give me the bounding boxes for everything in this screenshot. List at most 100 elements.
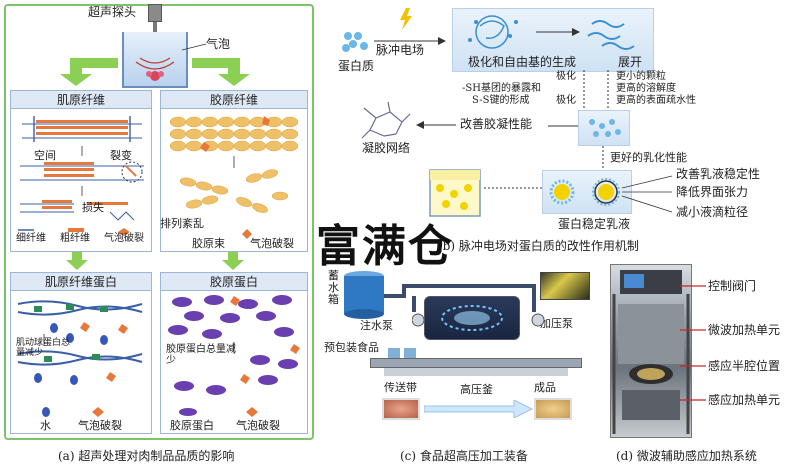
emulsion-beaker: [429, 169, 481, 217]
unfold-label: 展开: [618, 55, 643, 69]
aggregate-dots: [589, 119, 621, 137]
probe-label: 超声探头: [88, 5, 137, 19]
smaller-label: 更小的颗粒: [616, 71, 666, 82]
photo-pointers: [680, 285, 706, 401]
fission-label: 裂变: [110, 149, 132, 162]
process-arrow: [424, 400, 534, 418]
pulse-label: 脉冲电场: [376, 43, 425, 57]
beaker: [122, 32, 188, 88]
collagen-diagram: [169, 116, 299, 213]
vessel-glow: [441, 305, 503, 331]
caption-c: (c) 食品超高压加工装备: [400, 449, 528, 463]
collagen-protein-diagram: [168, 295, 300, 395]
gel-network-label: 凝胶网络: [362, 141, 411, 155]
droplet-label: 减小液滴粒径: [676, 205, 749, 219]
pipe-network: [384, 284, 536, 312]
emulsify-label: 更好的乳化性能: [610, 151, 687, 164]
disorder-label: 排列紊乱: [160, 217, 204, 230]
gap-label: 空间: [34, 149, 56, 162]
finished-food-photo: [534, 398, 572, 420]
lightning-icon: [400, 8, 412, 30]
protein-label: 蛋白质: [338, 59, 375, 73]
gel-link-line: [548, 125, 578, 127]
arrow-down-right: [222, 252, 244, 270]
caption-b: (b) 脉冲电场对蛋白质的改性作用机制: [438, 239, 639, 253]
raw-food-photo: [382, 398, 420, 420]
caption-d: (d) 微波辅助感应加热系统: [616, 449, 757, 463]
burst-icon-small: [242, 229, 252, 239]
myofibril-protein-header: 肌原纤维蛋白: [11, 273, 151, 291]
polar-label: 极化: [556, 71, 576, 82]
arrow-down-left: [66, 252, 88, 270]
water-label: 水: [40, 419, 51, 432]
package-label: 预包装食品: [324, 341, 379, 354]
polarize-diagram: [468, 15, 635, 50]
collagen-bundle-label: 胶原束: [192, 237, 225, 250]
tank-label: 蓄水箱: [328, 269, 339, 306]
myofibril-diagram: [20, 116, 144, 221]
stability-label: 改善乳液稳定性: [676, 167, 761, 181]
myofibril-protein-box: [10, 272, 152, 434]
emulsion-pointers: [621, 175, 673, 213]
bubble-burst-label-3: 气泡破裂: [78, 419, 122, 432]
myofibril-protein-diagram: [17, 300, 143, 385]
press-pump-label: 加压泵: [540, 317, 573, 330]
valve-label: 控制阀门: [708, 279, 757, 293]
sh-label-1: -SH基团的暴露和: [462, 83, 541, 94]
gel-network-icon: [361, 101, 411, 139]
tension-label: 降低界面张力: [676, 185, 749, 199]
collagen-header: 胶原纤维: [161, 91, 307, 109]
caption-a: (a) 超声处理对肉制品品质的影响: [58, 449, 235, 463]
beaker-to-emulsion-line: [484, 187, 544, 189]
thin-fiber-label: 细纤维: [16, 233, 46, 244]
b-dotted-lines: [583, 70, 609, 110]
myofibril-protein-legend: [42, 407, 104, 417]
bubble-label: 气泡: [206, 37, 231, 51]
polar-label-2: 极化: [556, 95, 576, 106]
ultrasound-probe: [148, 4, 162, 22]
hydrophobic-label: 更高的表面疏水性: [616, 95, 696, 106]
product-photo-top: [540, 272, 590, 300]
pump-label: 注水泵: [360, 319, 393, 332]
polarize-panel: [452, 8, 654, 72]
polarize-label: 极化和自由基的生成: [468, 55, 577, 69]
induction-label: 感应加热单元: [708, 393, 781, 407]
collagen-protein-legend: [179, 407, 258, 417]
gel-arrow: [416, 121, 456, 129]
myofibril-header: 肌原纤维: [11, 91, 151, 109]
belt-base: [384, 368, 568, 376]
pump-icons: [412, 313, 545, 327]
thick-fiber-label: 粗纤维: [60, 233, 90, 244]
cavity-label: 感应半腔位置: [708, 359, 781, 373]
belt-label: 传送带: [384, 381, 417, 394]
bubble-pointer: [181, 43, 207, 51]
arrow-left-down: [60, 58, 118, 86]
gel-improve-label: 改善胶凝性能: [460, 117, 533, 131]
collagen-total-decrease-label: 胶原蛋白总量减少: [166, 344, 236, 366]
microwave-label: 微波加热单元: [708, 323, 781, 337]
collagen-box: [160, 90, 308, 252]
bubble-burst-label-2: 气泡破裂: [250, 237, 294, 250]
collagen-protein-legend-label: 胶原蛋白: [170, 419, 214, 432]
protein-cluster: [342, 32, 368, 52]
pulse-arrow: [374, 37, 446, 45]
collagen-protein-header: 胶原蛋白: [161, 273, 307, 291]
photo-detail: [612, 270, 690, 434]
sh-label-2: S-S键的形成: [472, 95, 530, 106]
emulsify-line: [602, 146, 604, 172]
emulsion-droplets: [549, 178, 620, 206]
myo-total-decrease-label: 肌动球蛋白总量减少: [16, 338, 71, 358]
package-items: [388, 348, 416, 358]
myofibril-legend: [18, 228, 130, 236]
water-tank: [344, 271, 384, 319]
product-label: 成品: [534, 381, 556, 394]
vessel-label: 高压釜: [460, 383, 493, 396]
emulsion-label: 蛋白稳定乳液: [558, 217, 631, 231]
bubble-burst-label: 气泡破裂: [104, 233, 144, 244]
solubility-label: 更高的溶解度: [616, 83, 676, 94]
ultrasound-waves: [135, 57, 175, 81]
conveyor-belt: [370, 358, 582, 368]
watermark-text: 富满仓: [316, 221, 454, 272]
arrow-right-down: [192, 58, 250, 86]
loss-label: 损失: [82, 201, 104, 214]
